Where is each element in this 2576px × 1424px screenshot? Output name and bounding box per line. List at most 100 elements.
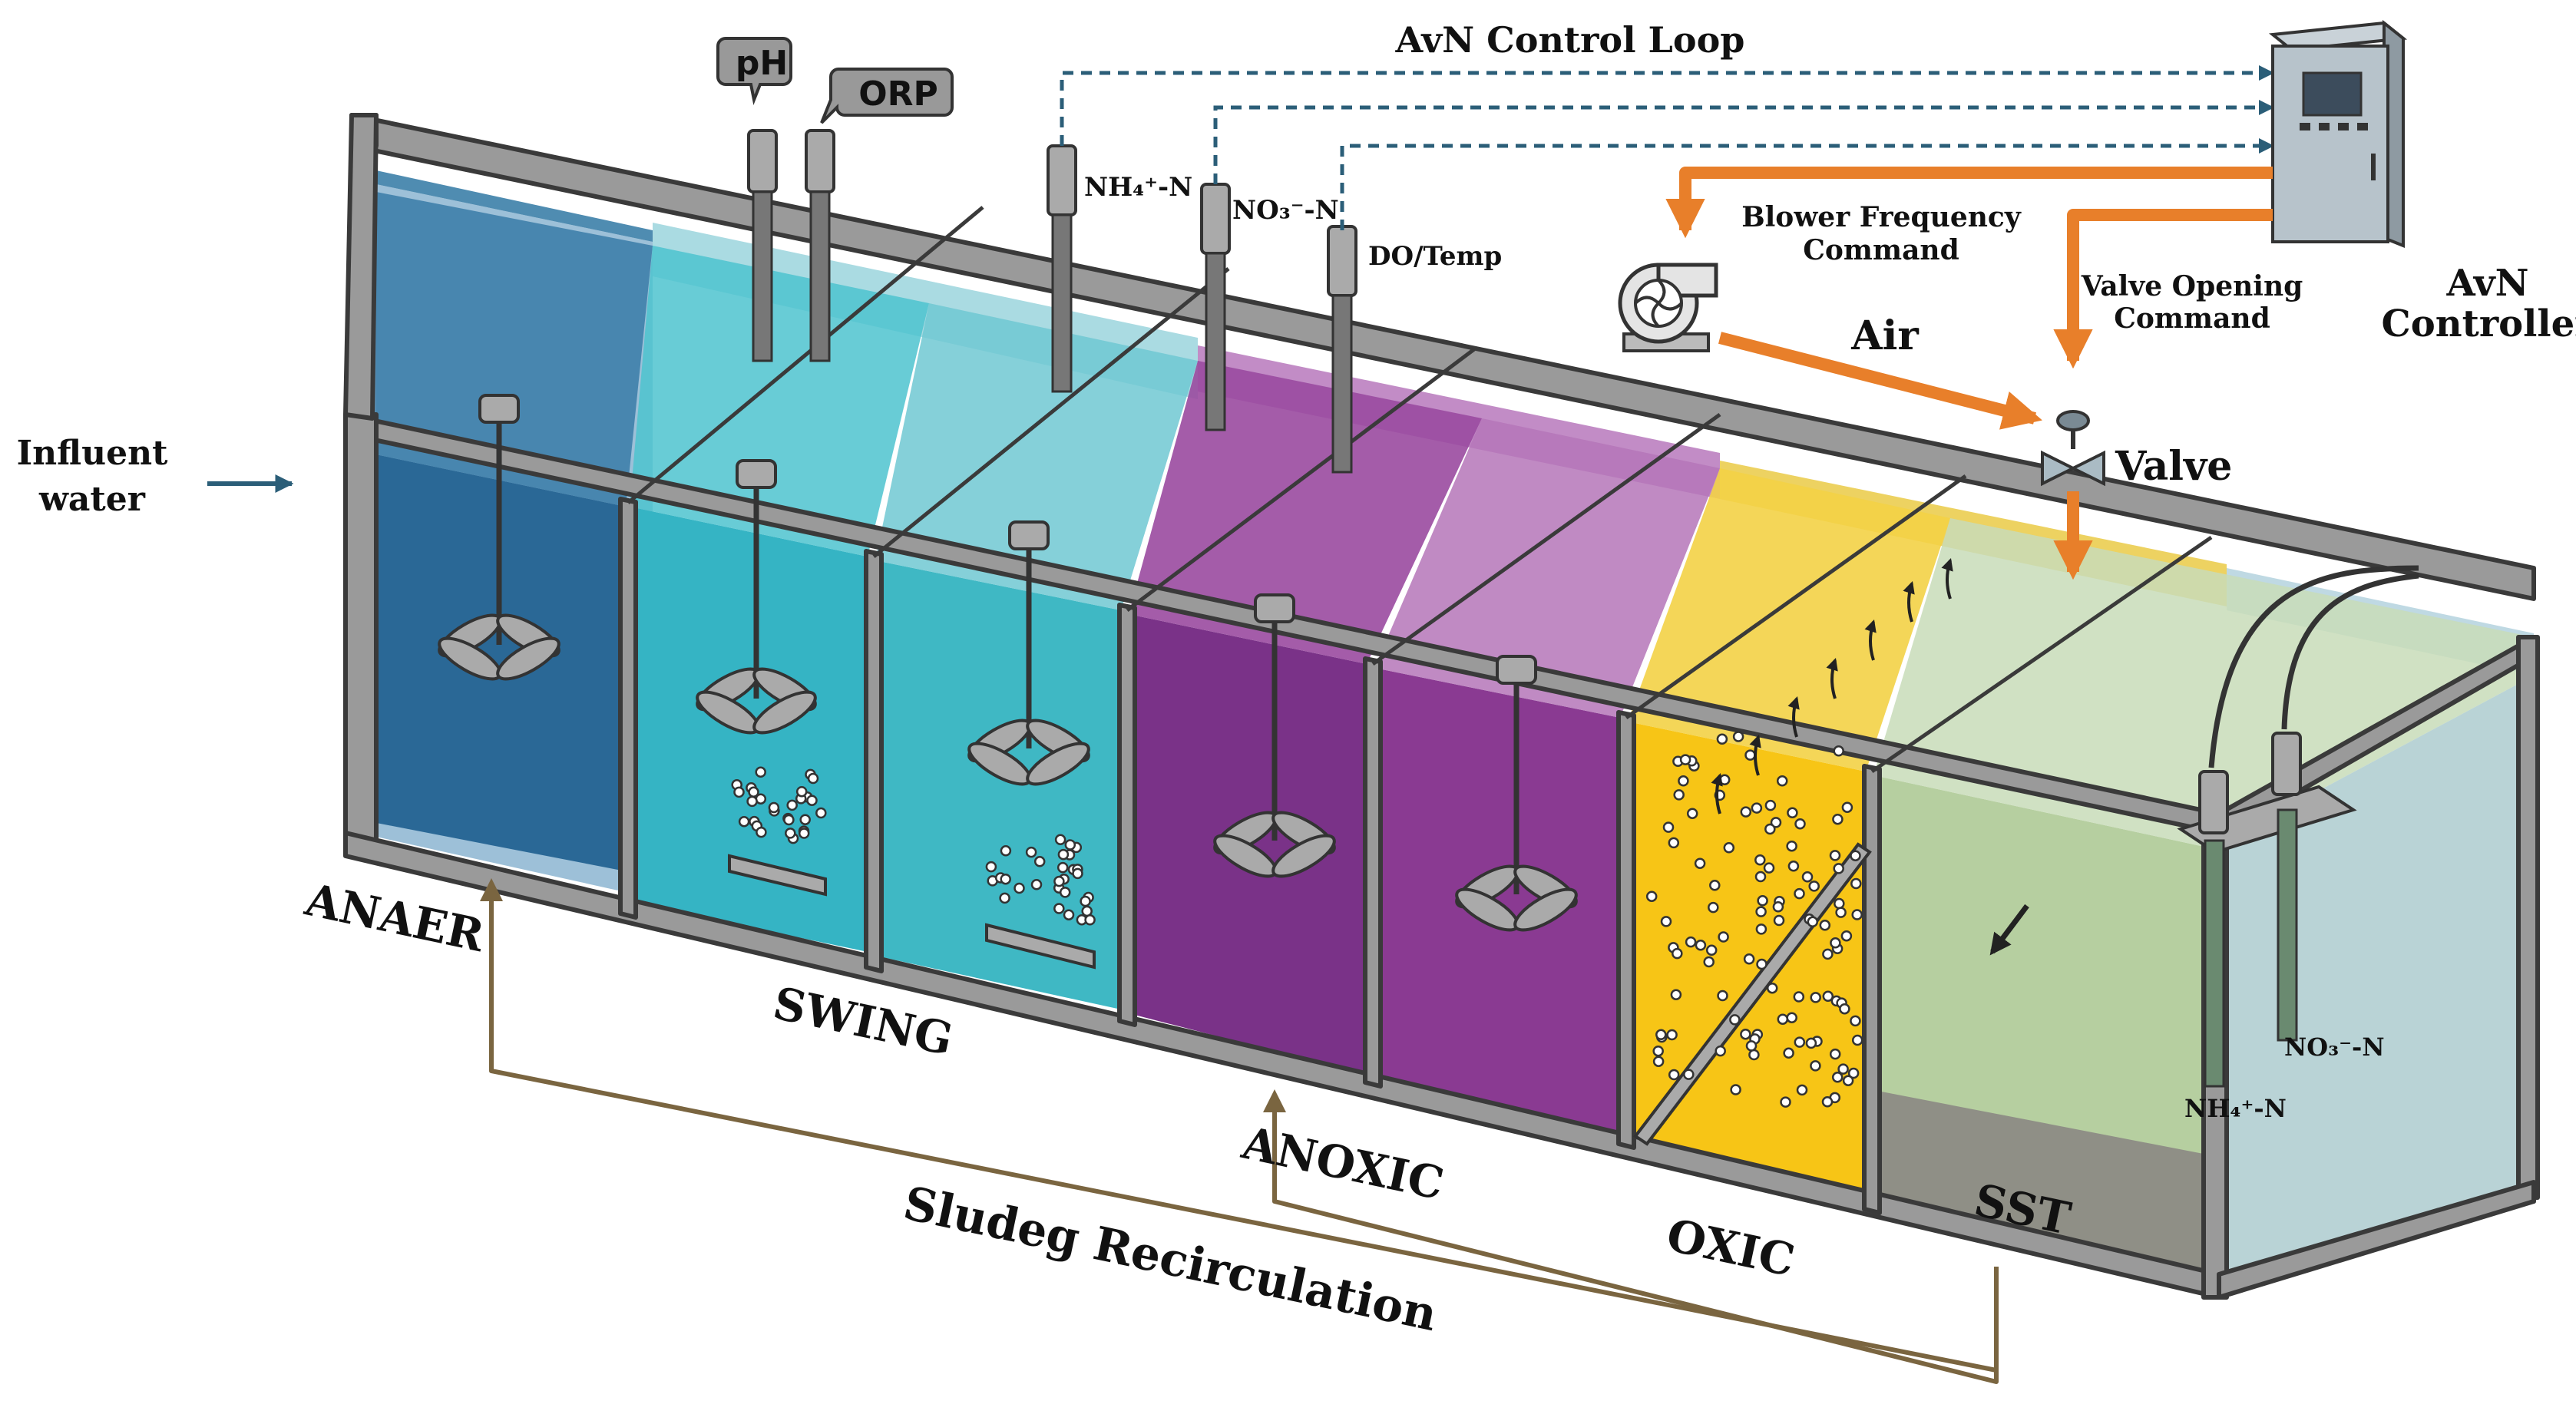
bubble-icon <box>815 807 827 819</box>
bubble-icon <box>1805 1037 1817 1049</box>
bubble-icon <box>1821 1096 1834 1108</box>
bubble-icon <box>1850 850 1861 861</box>
bubble-icon <box>785 828 796 839</box>
bubble-icon <box>786 799 798 811</box>
bubble-icon <box>1059 887 1071 898</box>
influent-label-line1: Influent <box>17 434 169 473</box>
bubble-icon <box>1831 1072 1844 1083</box>
bubble-icon <box>1786 840 1797 852</box>
bubble-icon <box>1732 731 1744 742</box>
bubble-icon <box>999 892 1010 904</box>
bubble-icon <box>1053 875 1065 887</box>
do-temp-sensor-icon <box>1327 225 1357 474</box>
blower-icon <box>1618 263 1718 352</box>
bubble-icon <box>1839 1003 1850 1015</box>
zone-label-anaer: ANAER <box>300 873 489 962</box>
bubble-icon <box>1801 871 1814 883</box>
bubble-icon <box>738 815 750 828</box>
bubble-icon <box>1705 944 1718 956</box>
bubble-icon <box>1057 861 1069 874</box>
bubble-icon <box>755 766 766 778</box>
bubble-icon <box>1730 1084 1741 1095</box>
nh4-sensor-icon <box>1047 144 1077 393</box>
bubble-icon <box>1729 1014 1741 1026</box>
bubble-icon <box>1652 1045 1664 1057</box>
bubble-icon <box>756 826 767 838</box>
bubble-icon <box>1755 906 1767 917</box>
bubble-icon <box>1810 1060 1821 1072</box>
bubble-icon <box>1670 989 1682 1000</box>
oxic-airflow-arrows <box>1711 557 1953 814</box>
blower-command-label-line1: Blower Frequency <box>1741 201 2022 233</box>
bubble-icon <box>1850 1015 1861 1027</box>
bubble-icon <box>1847 1067 1860 1079</box>
bubble-icon <box>1025 846 1037 858</box>
bubble-icon <box>1014 882 1025 894</box>
bubble-icon <box>1754 871 1767 883</box>
bubble-icon <box>1740 806 1752 818</box>
controller-cabinet-icon <box>2268 19 2408 248</box>
bubble-icon <box>1763 862 1775 874</box>
bubble-icon <box>1770 817 1782 828</box>
do-temp-label: DO/Temp <box>1368 241 1502 272</box>
controller-label-line2: Controller <box>2382 302 2576 345</box>
command-lines <box>1665 167 2273 580</box>
bubble-icon <box>1703 956 1715 968</box>
bubble-icon <box>1668 837 1680 849</box>
bubble-icon <box>1834 897 1845 910</box>
bubble-icon <box>795 785 808 798</box>
bubble-icon <box>1851 909 1863 920</box>
orp-sensor-icon <box>805 68 954 362</box>
bubble-icon <box>1666 1029 1678 1041</box>
bubble-icon <box>1777 1013 1789 1025</box>
valve-command-label-line1: Valve Opening <box>2081 270 2303 302</box>
bubble-icon <box>1835 907 1847 918</box>
bubble-icon <box>1662 821 1675 833</box>
sst-no3-label: NO₃⁻-N <box>2284 1032 2385 1062</box>
bubble-icon <box>1673 789 1685 801</box>
bubble-icon <box>1833 745 1844 757</box>
air-label: Air <box>1850 312 1919 359</box>
bubble-icon <box>1064 839 1076 851</box>
bubble-icon <box>1832 813 1844 825</box>
bubble-icon <box>1841 801 1853 813</box>
bubble-icon <box>1764 823 1776 835</box>
bubble-icon <box>1796 1084 1808 1096</box>
zone-anaer <box>369 192 653 871</box>
bubble-icon <box>1080 895 1091 907</box>
bubbles <box>731 731 1863 1108</box>
bubble-icon <box>1678 775 1689 787</box>
bubble-icon <box>1807 916 1819 928</box>
sst-sensor-icon <box>2177 565 2419 1088</box>
bubble-icon <box>1766 982 1778 994</box>
bubble-icon <box>1764 799 1777 811</box>
bubble-icon <box>1780 1096 1791 1108</box>
bubble-icon <box>1830 937 1841 949</box>
bubble-icon <box>806 795 818 806</box>
bubble-icon <box>1743 953 1755 965</box>
recirculation-label: Sludeg Recirculation <box>899 1177 1442 1343</box>
recirculation-lines <box>480 878 1999 1384</box>
bubble-icon <box>1000 845 1012 857</box>
sst-nh4-label: NH₄⁺-N <box>2184 1094 2287 1123</box>
bubble-icon <box>1033 856 1046 867</box>
no3-sensor-icon <box>1200 183 1231 431</box>
bubble-icon <box>799 814 811 825</box>
bubble-icon <box>1748 1049 1760 1061</box>
bubble-icon <box>1740 1028 1751 1040</box>
sst-flow-arrow <box>1989 904 2029 956</box>
bubble-icon <box>1755 923 1767 935</box>
bubble-icon <box>1794 818 1806 830</box>
bubble-icon <box>1053 903 1065 914</box>
bubble-icon <box>783 814 795 826</box>
bubble-icon <box>1787 807 1798 819</box>
bubble-icon <box>1850 877 1862 890</box>
bubble-icon <box>1084 914 1096 926</box>
ph-sensor-icon <box>716 37 792 362</box>
bubble-icon <box>1054 834 1066 846</box>
bubble-icon <box>1772 901 1784 913</box>
orp-label: ORP <box>858 74 938 114</box>
bubble-icon <box>1672 947 1683 960</box>
bubble-icon <box>1723 842 1735 854</box>
